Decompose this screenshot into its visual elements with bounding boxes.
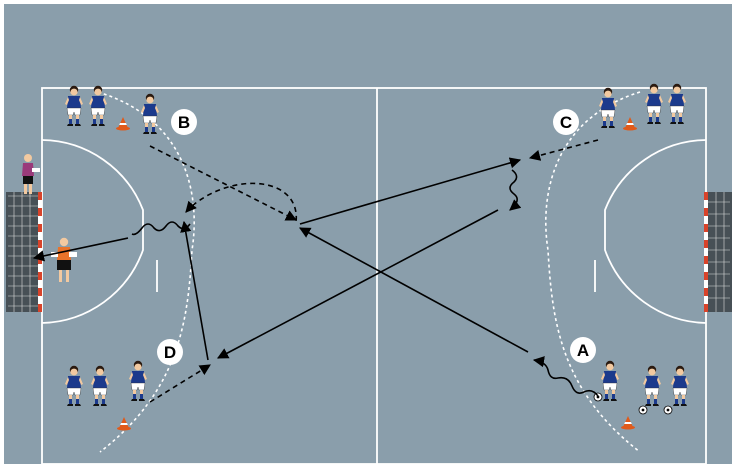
drill-arrows bbox=[32, 139, 599, 403]
court-surface bbox=[4, 4, 732, 464]
pass-arrow bbox=[299, 157, 522, 225]
station-label-text: B bbox=[178, 113, 190, 132]
station-label-b: B bbox=[171, 109, 197, 135]
station-label-c: C bbox=[553, 109, 579, 135]
pass-arrow bbox=[180, 220, 209, 361]
goalkeeper-icon bbox=[22, 154, 40, 194]
goal-icon bbox=[704, 192, 732, 312]
dribble-arrow bbox=[532, 356, 599, 397]
station-label-d: D bbox=[157, 339, 183, 365]
pass-arrow bbox=[299, 227, 529, 353]
ball-icon bbox=[638, 405, 648, 415]
pass-arrow bbox=[32, 237, 129, 262]
station-label-text: C bbox=[560, 113, 572, 132]
run-arrow bbox=[185, 182, 298, 223]
station-label-text: D bbox=[164, 343, 176, 362]
run-arrow bbox=[528, 139, 599, 161]
ball-icon bbox=[663, 405, 673, 415]
run-arrow bbox=[149, 364, 211, 403]
station-label-a: A bbox=[570, 337, 596, 363]
goalkeeper-icon bbox=[51, 237, 77, 282]
dribble-arrow bbox=[131, 221, 191, 236]
dribble-arrow bbox=[509, 169, 522, 211]
goal-icon bbox=[6, 192, 42, 312]
station-label-text: A bbox=[577, 341, 589, 360]
ball-icon bbox=[593, 392, 603, 402]
run-arrow bbox=[149, 145, 297, 221]
pass-arrow bbox=[217, 209, 499, 359]
